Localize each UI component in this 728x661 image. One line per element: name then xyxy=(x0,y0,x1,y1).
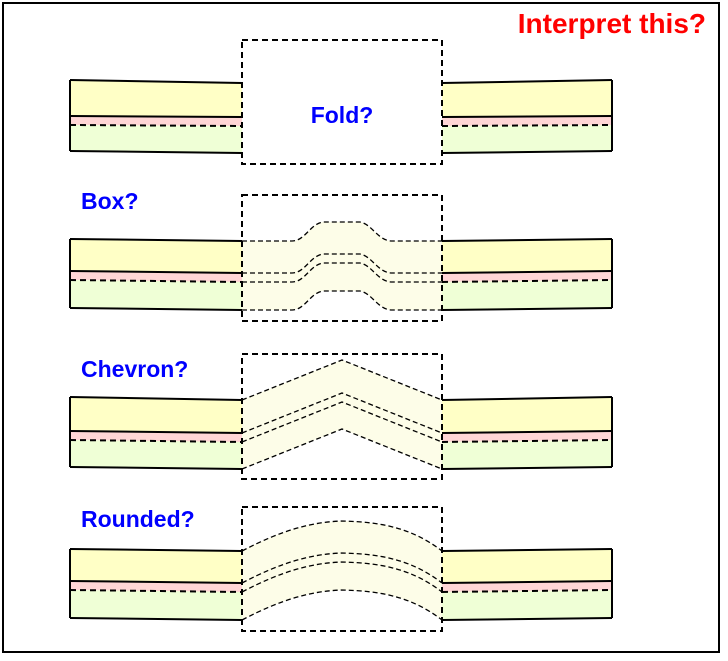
interpretation-zone-box xyxy=(241,353,443,480)
right-strata-block xyxy=(441,79,613,154)
panel-rounded: Rounded? xyxy=(69,506,613,632)
lower-layer xyxy=(442,125,612,153)
interpretation-zone-box xyxy=(241,194,443,322)
panel-fold: Fold? xyxy=(69,39,613,165)
left-strata-block xyxy=(69,396,243,470)
unknown-zone-box xyxy=(241,39,443,165)
panel-box: Box? xyxy=(69,188,613,322)
label-chevron: Chevron? xyxy=(81,356,188,382)
label-rounded: Rounded? xyxy=(81,506,195,532)
chevron-fold-interpretation xyxy=(241,359,443,470)
right-strata-block xyxy=(441,396,613,470)
left-strata-block xyxy=(69,238,243,311)
label-fold: Fold? xyxy=(311,102,374,128)
panel-chevron: Chevron? xyxy=(69,353,613,480)
lower-layer xyxy=(70,125,242,153)
thin-band xyxy=(442,116,612,126)
right-strata-block xyxy=(441,238,613,311)
rounded-fold-interpretation xyxy=(241,520,443,621)
box-fold-interpretation xyxy=(242,221,442,311)
right-strata-block xyxy=(441,548,613,621)
thin-band xyxy=(70,116,242,126)
upper-layer xyxy=(70,80,242,117)
label-box: Box? xyxy=(81,188,139,214)
interpretation-zone-box xyxy=(241,506,443,632)
upper-layer xyxy=(442,80,612,117)
left-strata-block xyxy=(69,548,243,621)
left-strata-block xyxy=(69,79,243,154)
diagram-title: Interpret this? xyxy=(518,8,706,39)
